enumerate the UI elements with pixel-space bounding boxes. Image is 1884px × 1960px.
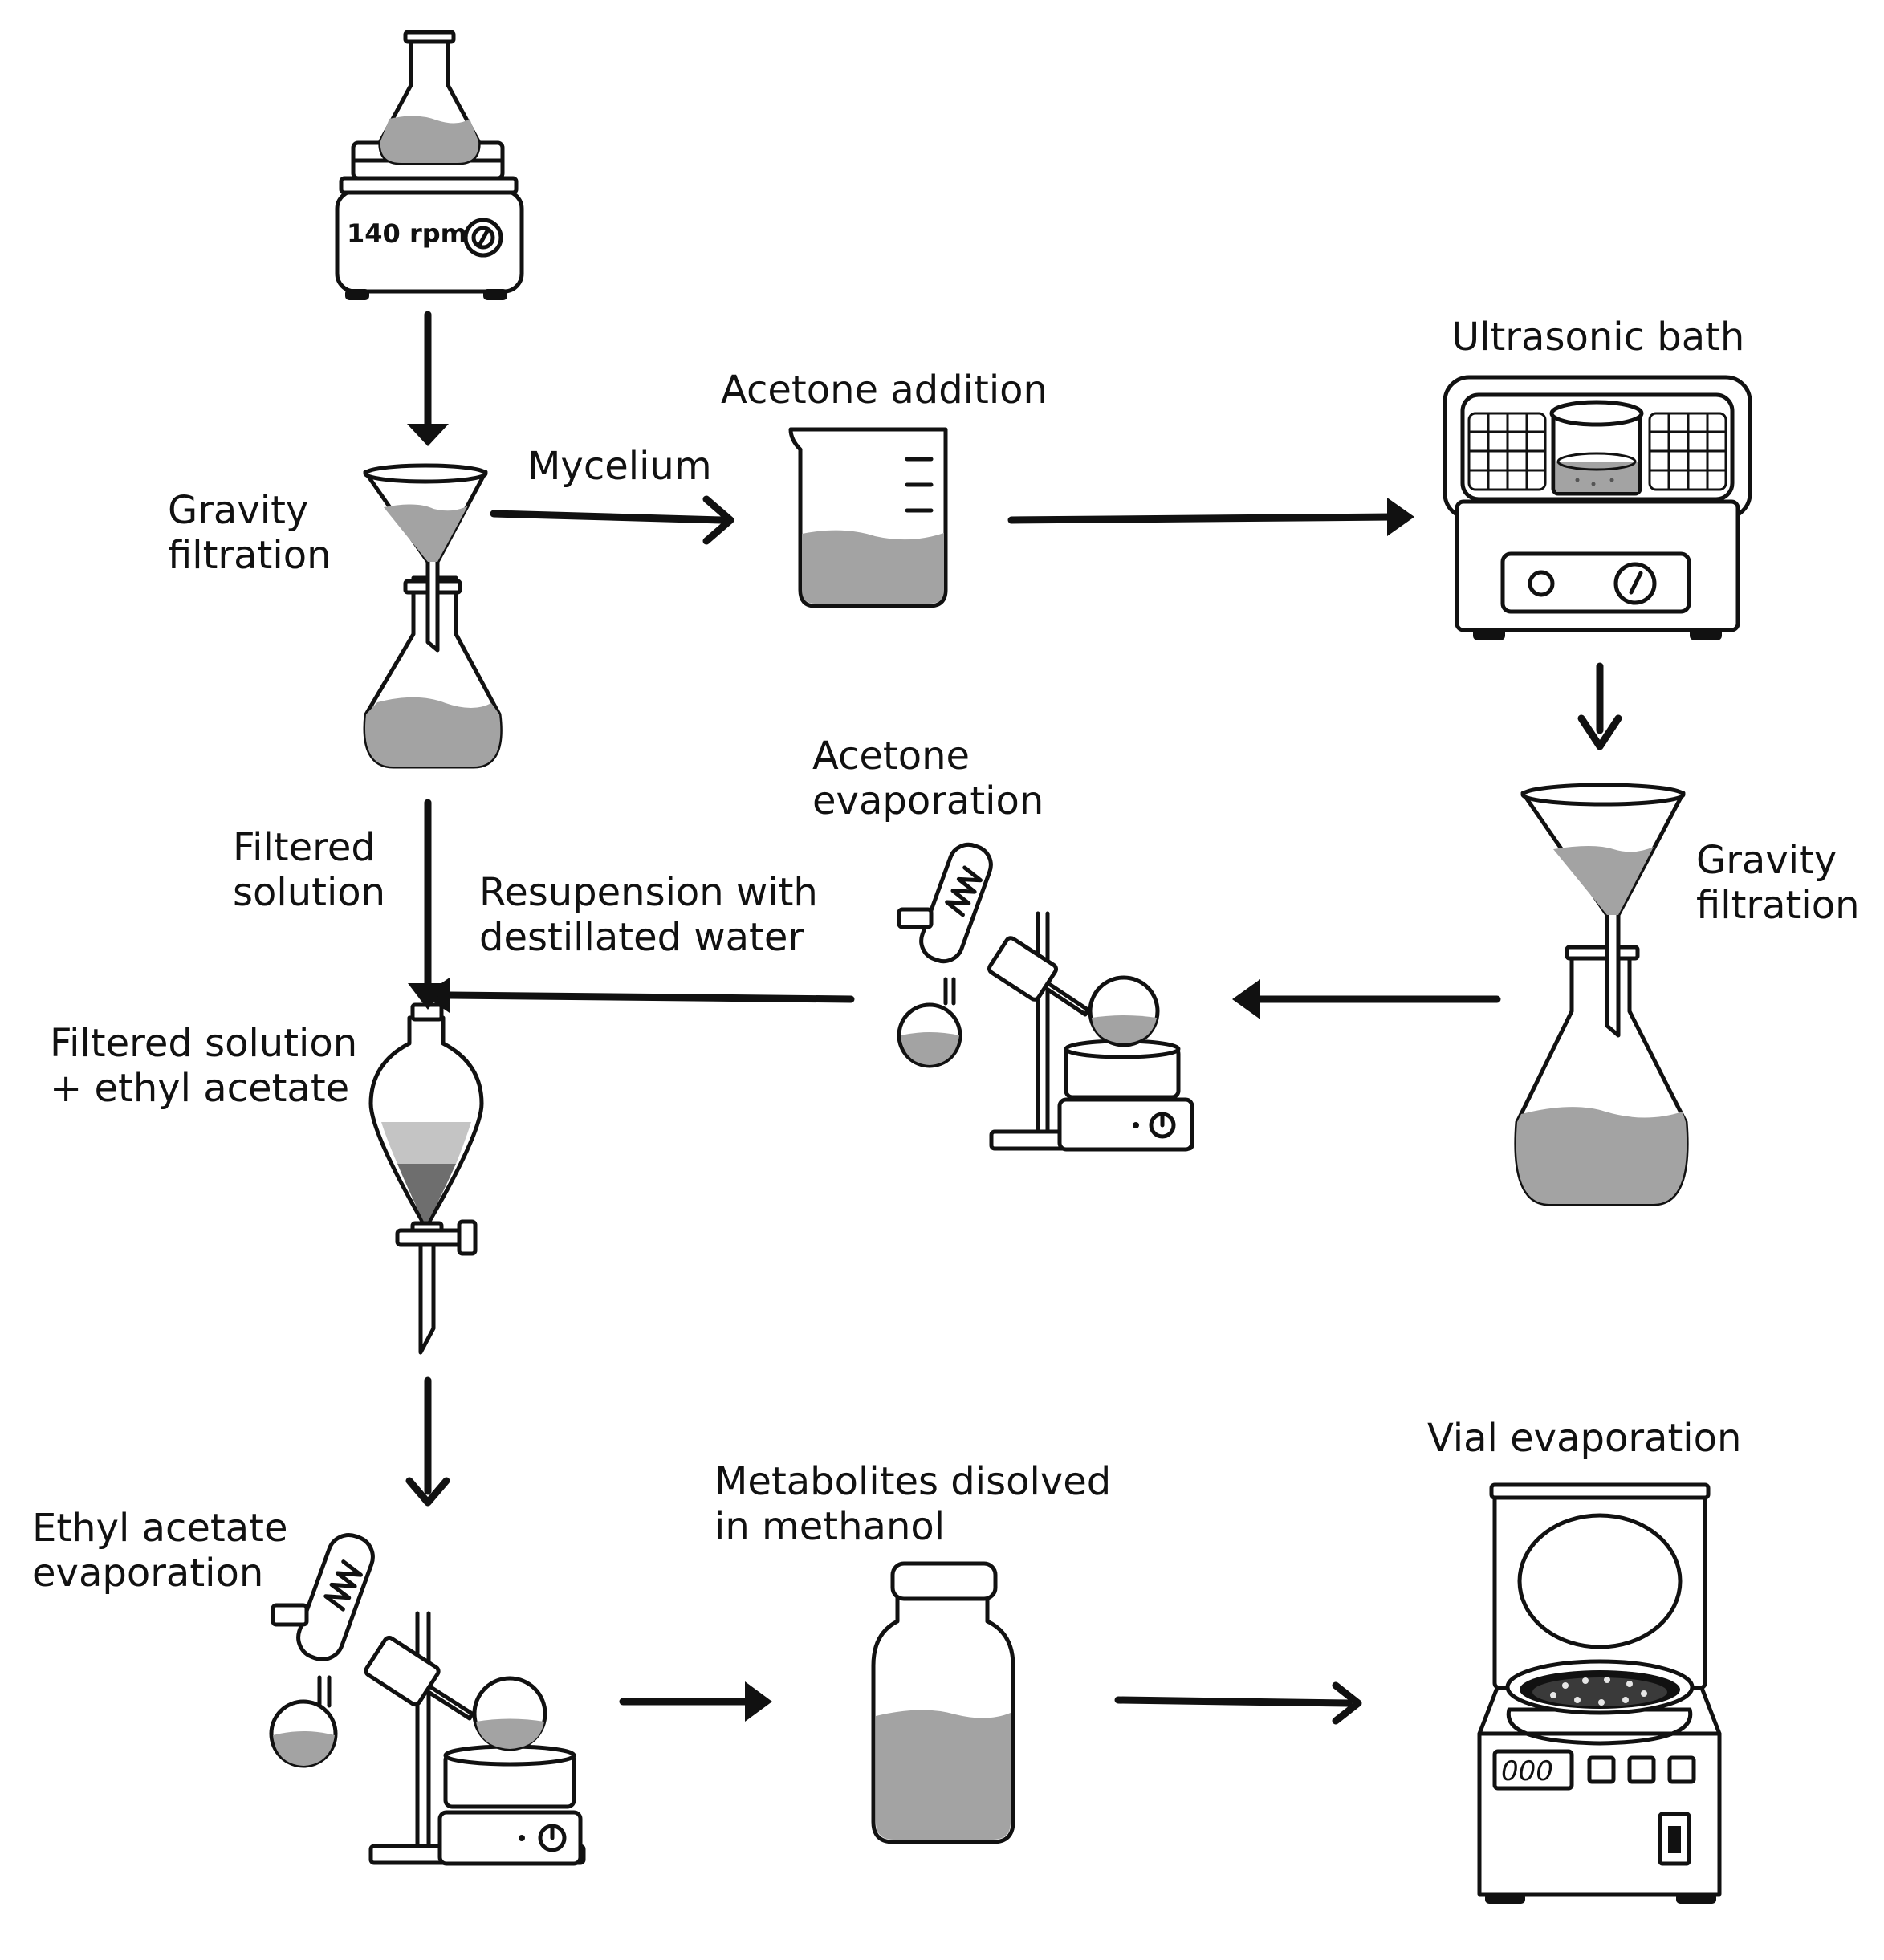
arrow-mycelium-to-beaker	[490, 495, 734, 545]
arrow-rotavap-to-separatory	[424, 978, 855, 1013]
label-acetone-addition: Acetone addition	[721, 368, 1048, 413]
label-vial-evaporation: Vial evaporation	[1427, 1416, 1741, 1461]
arrow-separatory-to-rotavap	[405, 1376, 450, 1507]
arrow-filtration-to-rotavap	[1232, 979, 1501, 1019]
label-filtered-plus-ethyl-line1: Filtered solution	[50, 1021, 357, 1066]
arrow-beaker-to-bath	[1007, 498, 1414, 536]
label-gravity-filtration-1-line1: Gravity	[168, 488, 308, 533]
shaker-flask-liquid	[380, 116, 479, 163]
label-gravity-filtration-1-line2: filtration	[168, 533, 331, 578]
vial-icon	[871, 1561, 1015, 1844]
arrow-rotavap-to-vial	[619, 1681, 772, 1722]
label-mycelium: Mycelium	[527, 444, 712, 489]
shaker-speed-label: 140 rpm	[347, 218, 467, 249]
label-resuspension-line1: Resupension with	[479, 870, 818, 915]
label-metabolites-line1: Metabolites disolved	[714, 1459, 1111, 1504]
centrifuge-display: 000	[1501, 1755, 1553, 1787]
label-acetone-evaporation-line1: Acetone	[812, 734, 970, 779]
funnel-flask-icon	[363, 463, 503, 769]
label-acetone-evaporation-line2: evaporation	[812, 779, 1044, 823]
label-resuspension-line2: destillated water	[479, 915, 804, 960]
arrow-shaker-to-filtration	[407, 311, 449, 446]
rotary-evaporator-icon-2	[269, 1533, 586, 1866]
label-ethyl-acetate-evaporation-line1: Ethyl acetate	[32, 1506, 288, 1551]
label-ethyl-acetate-evaporation-line2: evaporation	[32, 1551, 263, 1596]
label-gravity-filtration-2-line1: Gravity	[1696, 838, 1837, 883]
label-metabolites-line2: in methanol	[714, 1504, 945, 1549]
flow-arrows	[405, 311, 1622, 1725]
centrifuge-icon: 000	[1477, 1482, 1722, 1904]
ultrasonic-bath-icon	[1443, 375, 1752, 640]
label-filtered-plus-ethyl-line2: + ethyl acetate	[50, 1066, 349, 1111]
arrow-filtration-to-separatory	[408, 799, 448, 1010]
funnel-flask-icon-large	[1514, 783, 1689, 1206]
orbital-shaker-icon: 140 rpm	[335, 30, 524, 300]
beaker-icon	[788, 427, 948, 608]
label-filtered-solution-line1: Filtered	[233, 825, 376, 870]
arrow-bath-to-filtration	[1577, 662, 1622, 750]
label-filtered-solution-line2: solution	[233, 870, 385, 915]
arrow-vial-to-centrifuge	[1114, 1681, 1362, 1725]
label-ultrasonic-bath: Ultrasonic bath	[1451, 315, 1744, 360]
label-gravity-filtration-2-line2: filtration	[1696, 883, 1859, 928]
separatory-funnel-icon	[368, 1002, 484, 1355]
rotary-evaporator-icon	[897, 842, 1194, 1152]
